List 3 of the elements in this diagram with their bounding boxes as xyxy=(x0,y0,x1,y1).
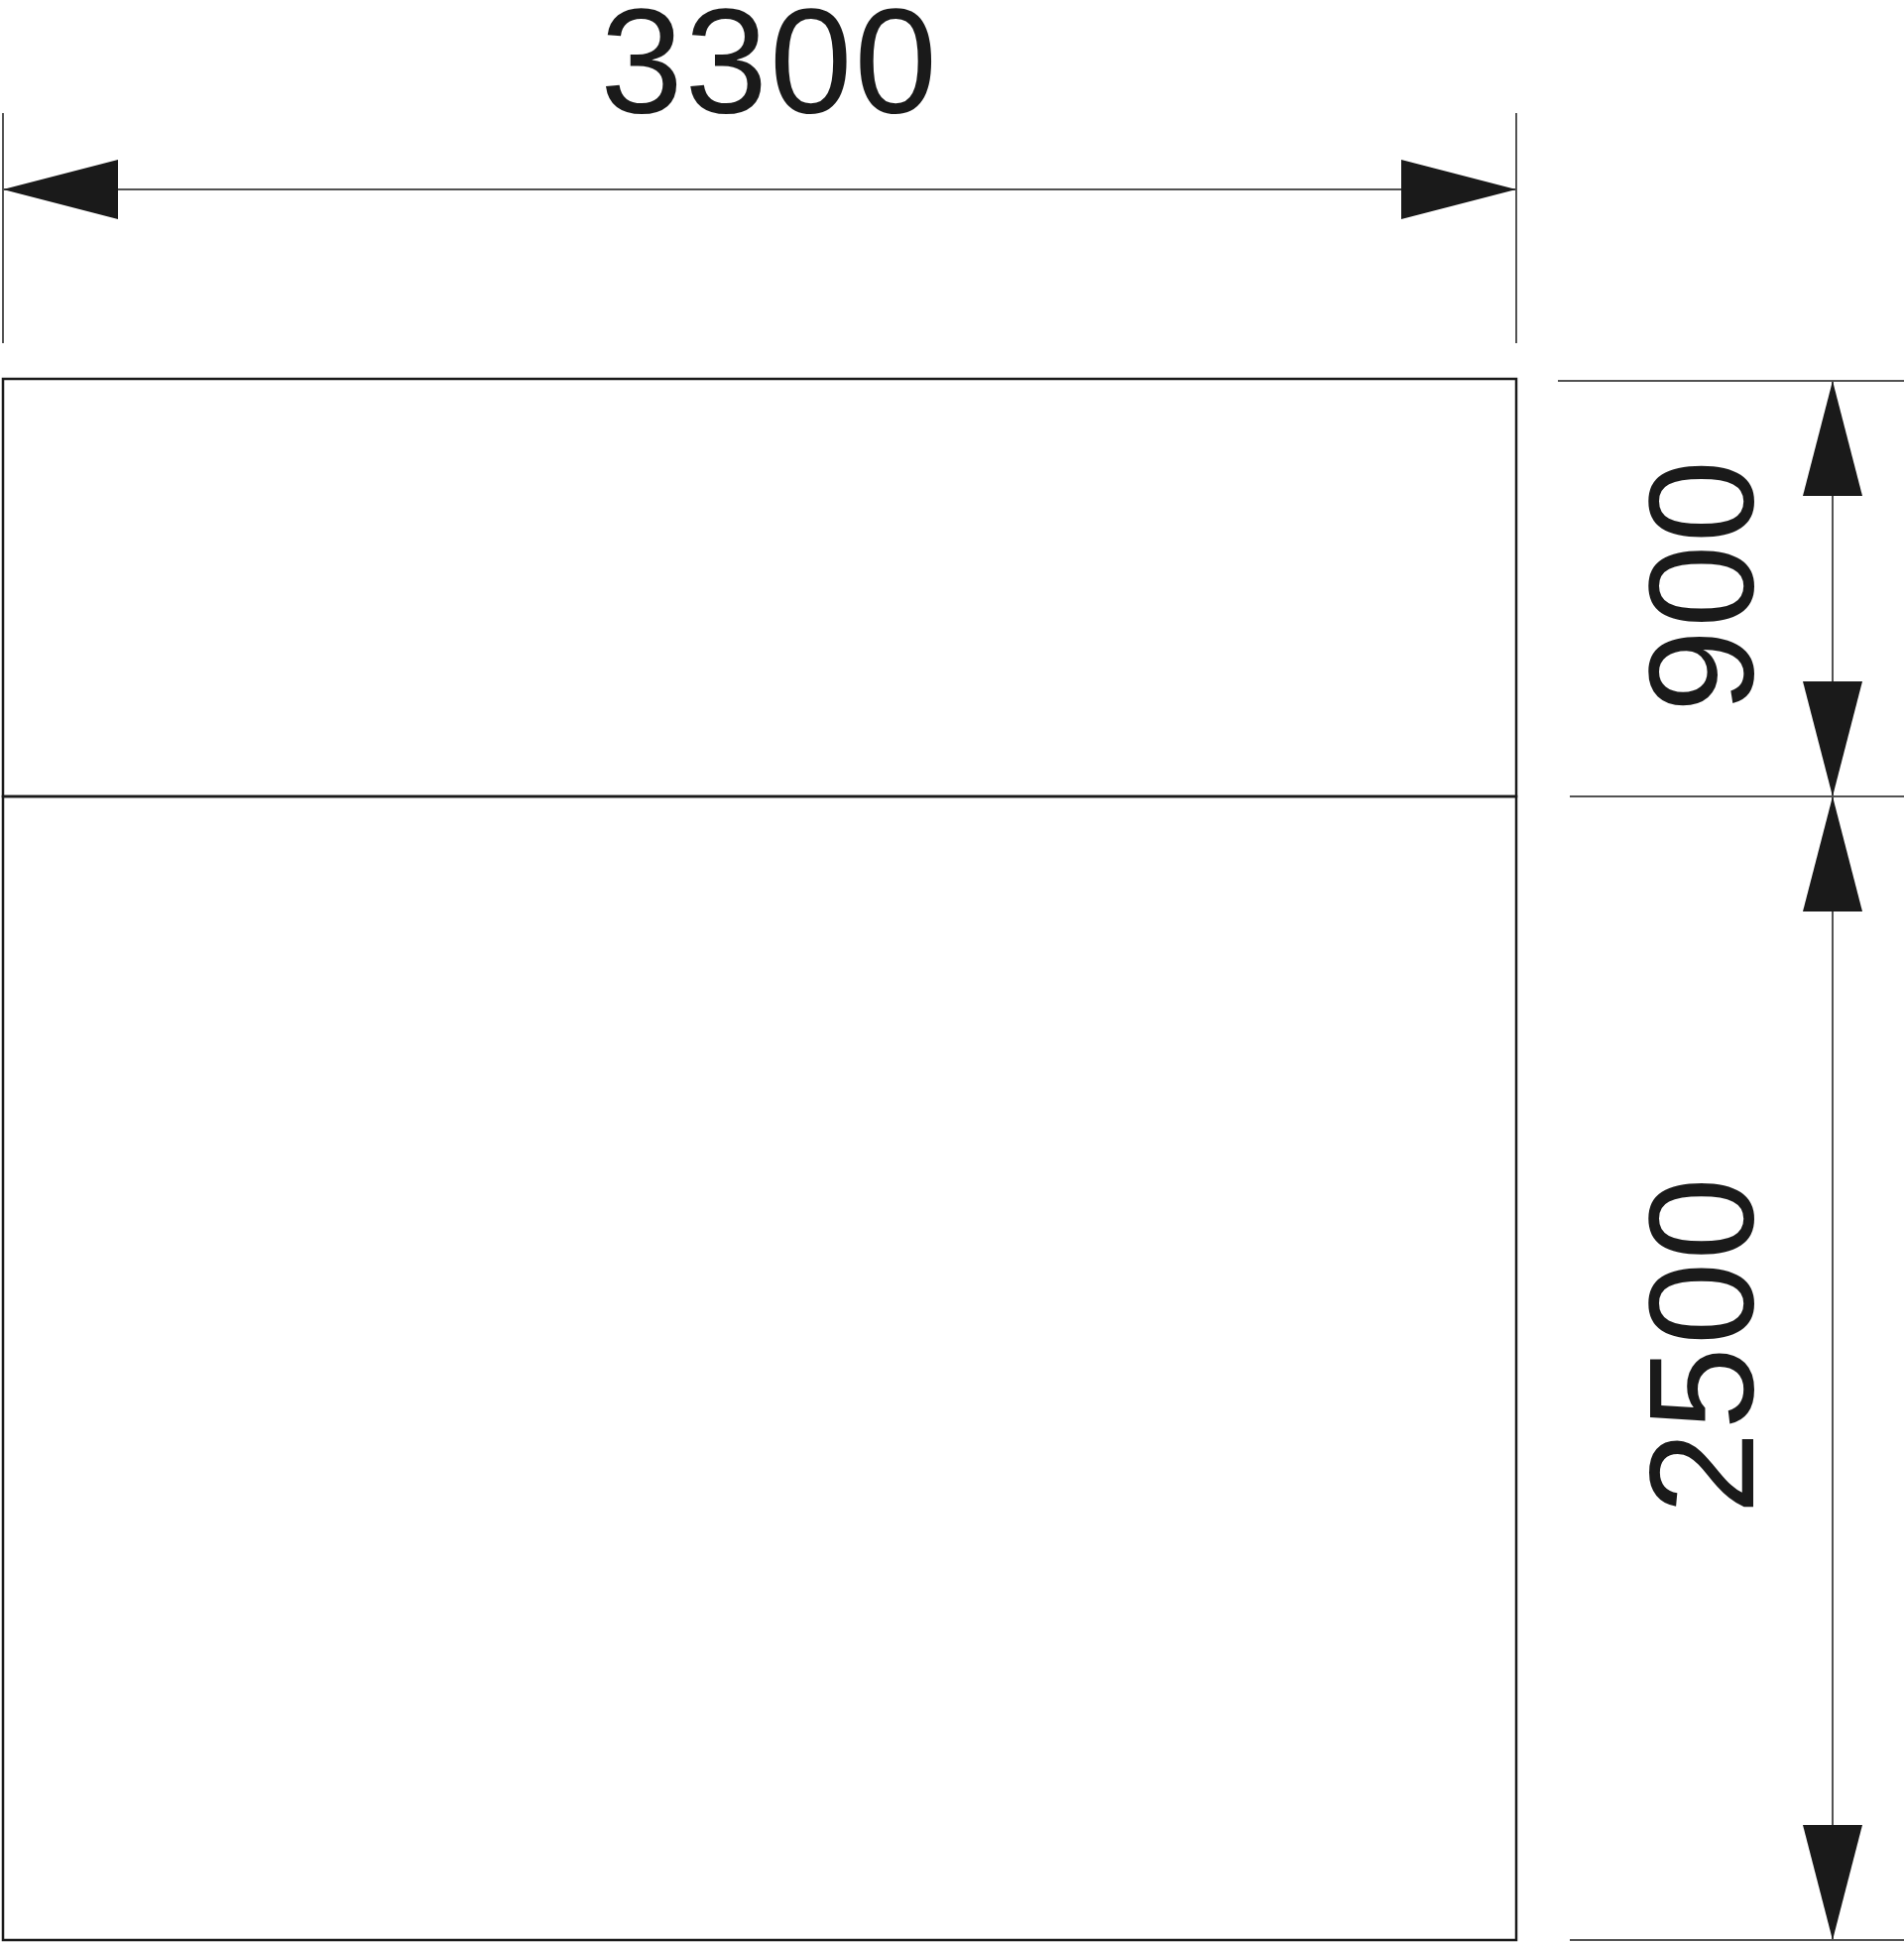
dimension-text: 900 xyxy=(1627,457,1776,713)
dimension-text: 2500 xyxy=(1627,1175,1776,1515)
dimension-text: 3300 xyxy=(600,0,939,136)
